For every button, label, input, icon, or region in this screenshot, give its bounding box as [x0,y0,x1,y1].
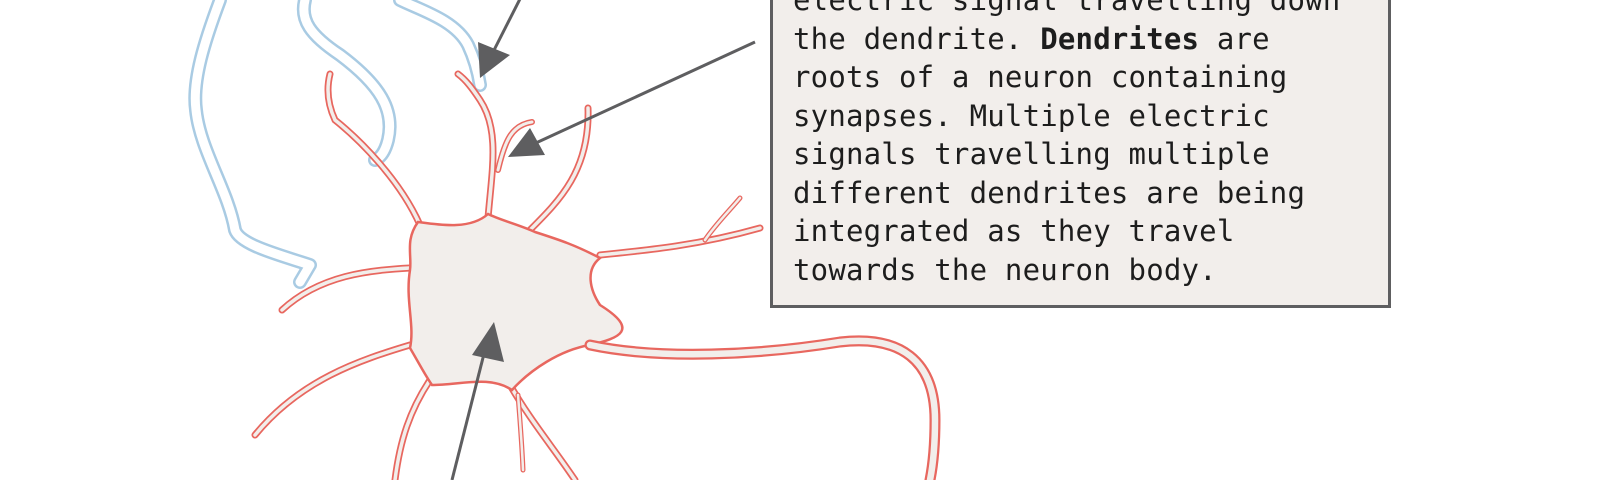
annotation-line: synapses. Multiple electric [793,97,1378,136]
incoming-axon [188,0,487,289]
dendrite-annotation-box: electric signal travelling down the dendr… [770,0,1391,308]
arrowhead-dendrite [508,128,545,157]
annotation-text: electric signal travelling down the dendr… [793,0,1378,289]
arrow-to-dendrite [524,40,756,150]
annotation-line: roots of a neuron containing [793,58,1378,97]
dendrites [251,70,764,480]
annotation-fragment: are [1199,21,1270,56]
neuron [251,70,941,480]
annotation-fragment: towards the neuron body. [793,252,1217,287]
neuron-body [407,212,624,392]
annotation-line: electric signal travelling down [793,0,1378,20]
annotation-line: the dendrite. Dendrites are [793,20,1378,59]
annotation-fragment: electric signal travelling down [793,0,1341,17]
arrow-to-soma [450,337,490,480]
annotation-fragment: signals travelling multiple [793,137,1270,171]
annotation-term: Dendrites [1040,21,1200,56]
annotation-fragment: roots of a neuron containing [793,60,1288,94]
annotation-line: integrated as they travel [793,212,1378,251]
annotation-line: towards the neuron body. [793,251,1378,290]
annotation-fragment: synapses. Multiple electric [793,98,1270,133]
arrowhead-synapse [478,42,510,78]
annotation-fragment: integrated as they travel [793,214,1235,248]
annotation-line: different dendrites are being [793,174,1378,213]
pointer-arrows [450,0,756,480]
arrowhead-soma [472,322,504,362]
annotation-line: signals travelling multiple [793,135,1378,174]
annotation-fragment: different dendrites are being [793,175,1306,210]
annotation-fragment: the dendrite. [793,21,1041,56]
